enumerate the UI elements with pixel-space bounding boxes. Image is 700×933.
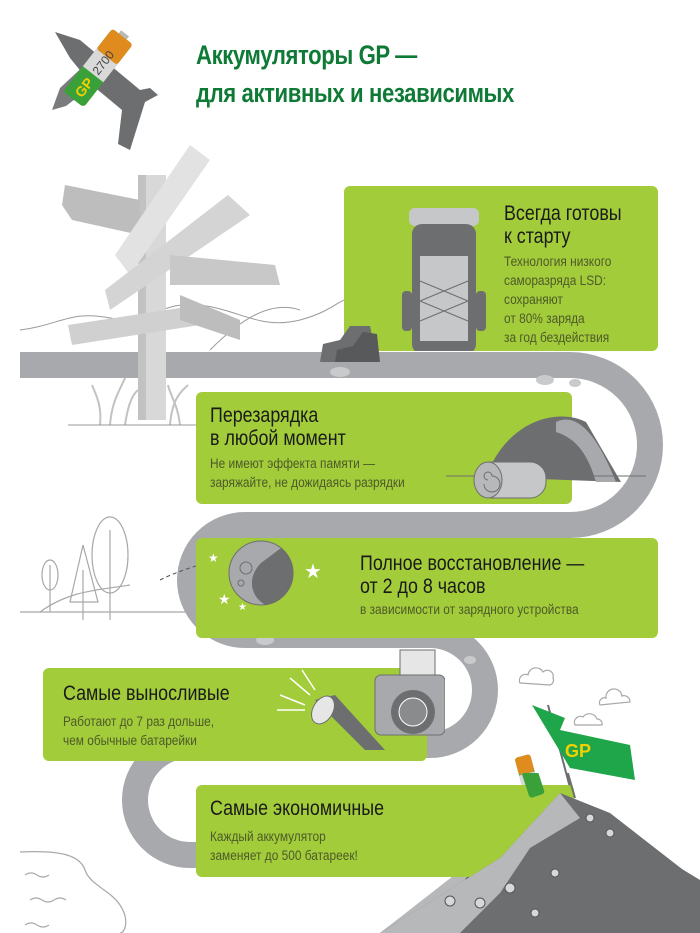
- backpack-icon: [402, 208, 486, 351]
- panel-body-line: сохраняют: [504, 292, 563, 307]
- lake-icon: [19, 850, 127, 933]
- svg-text:★: ★: [304, 561, 322, 583]
- clouds-icon: [518, 667, 631, 726]
- panel-body-line: Не имеют эффекта памяти —: [210, 456, 375, 471]
- page-title: Аккумуляторы GP — для активных и независ…: [196, 36, 514, 112]
- panel-body-line: Технология низкого: [504, 254, 612, 269]
- boots-icon: [320, 326, 380, 362]
- title-line-1: Аккумуляторы GP —: [196, 40, 417, 70]
- panel-body-line: за год бездействия: [504, 330, 610, 345]
- trees-icon: [20, 516, 200, 620]
- flashlight-and-camera-icon: [277, 649, 445, 750]
- tent-icon: [446, 416, 646, 499]
- svg-text:GP: GP: [565, 741, 591, 761]
- feature-panel-full-recovery: ★ ★ ★ ★ Полное восстановление — от 2 до …: [196, 538, 658, 638]
- title-line-2: для активных и независимых: [196, 78, 514, 108]
- panel-heading-line: от 2 до 8 часов: [360, 575, 486, 598]
- panel-heading-line: Перезарядка: [210, 404, 319, 427]
- panel-body-line: от 80% заряда: [504, 311, 585, 326]
- panel-body-line: Работают до 7 раз дольше,: [63, 714, 215, 729]
- panel-heading-line: Всегда готовы: [504, 202, 622, 225]
- panel-heading-line: к старту: [504, 225, 571, 248]
- feature-panel-always-ready: Всегда готовы к старту Технология низког…: [344, 186, 658, 351]
- gp-flag-icon: GP: [532, 704, 635, 796]
- panel-heading-line: Самые выносливые: [63, 682, 230, 705]
- panel-body-line: заменяет до 500 батареек!: [210, 848, 358, 863]
- feature-panel-recharge-anytime: Перезарядка в любой момент Не имеют эффе…: [196, 392, 646, 504]
- panel-body-line: заряжайте, не дожидаясь разрядки: [210, 475, 405, 490]
- signpost-icon: [62, 145, 280, 420]
- grass-icon: [91, 377, 189, 426]
- panel-body-line: Каждый аккумулятор: [210, 829, 326, 844]
- panel-heading-line: Самые экономичные: [210, 797, 384, 820]
- panel-heading-line: Полное восстановление —: [360, 552, 585, 575]
- moon-and-stars-icon: ★ ★ ★ ★: [208, 540, 322, 613]
- panel-body-line: в зависимости от зарядного устройства: [360, 602, 579, 617]
- svg-text:★: ★: [208, 551, 219, 565]
- panel-heading-line: в любой момент: [210, 427, 346, 450]
- svg-text:★: ★: [238, 602, 247, 613]
- svg-text:★: ★: [218, 591, 231, 607]
- panel-body-line: саморазряда LSD:: [504, 273, 607, 288]
- panel-body-line: чем обычные батарейки: [63, 733, 197, 748]
- battery-mountain-icon: [380, 773, 700, 933]
